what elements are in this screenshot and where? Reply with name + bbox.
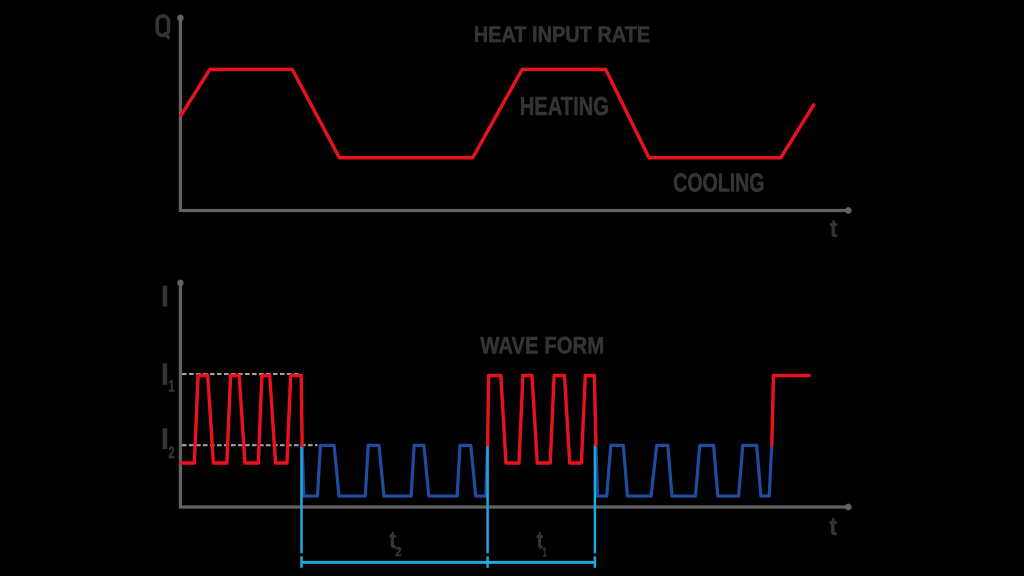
svg-text:t: t xyxy=(830,215,838,243)
svg-text:1: 1 xyxy=(543,545,547,559)
svg-text:2: 2 xyxy=(168,443,175,462)
svg-text:HEAT INPUT RATE: HEAT INPUT RATE xyxy=(474,22,651,47)
svg-text:t: t xyxy=(390,527,397,554)
svg-text:t: t xyxy=(830,513,838,541)
svg-text:t: t xyxy=(537,527,544,554)
svg-text:WAVE FORM: WAVE FORM xyxy=(480,332,604,359)
svg-text:1: 1 xyxy=(168,377,175,396)
svg-text:COOLING: COOLING xyxy=(673,169,764,197)
svg-text:2: 2 xyxy=(395,545,401,559)
svg-text:HEATING: HEATING xyxy=(520,91,609,121)
